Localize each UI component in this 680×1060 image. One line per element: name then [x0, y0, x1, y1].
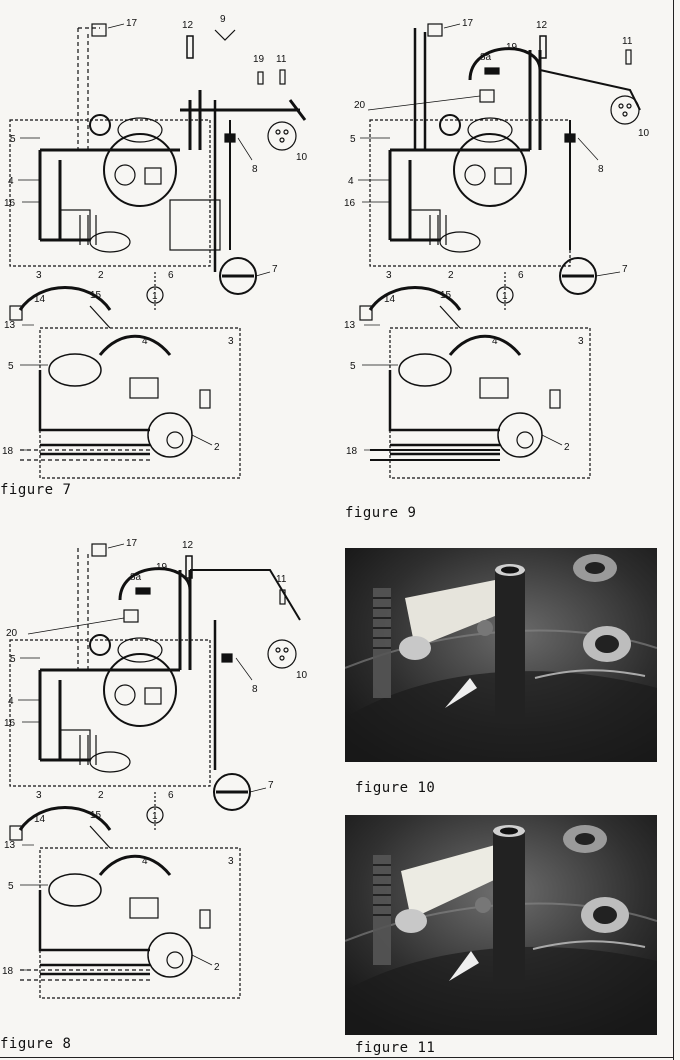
callout-6: 6 — [518, 270, 524, 281]
callout-16: 16 — [4, 718, 16, 729]
callout-17: 17 — [462, 18, 474, 29]
callout-4: 4 — [348, 176, 354, 187]
callout-15: 15 — [90, 290, 102, 301]
callout-3: 3 — [36, 790, 42, 801]
callout-7: 7 — [272, 264, 278, 275]
figure-7-caption: figure 7 — [0, 482, 72, 498]
callout-3: 3 — [36, 270, 42, 281]
callout-4-lower: 4 — [142, 856, 148, 867]
callout-5-lower: 5 — [8, 881, 14, 892]
callout-10: 10 — [296, 670, 308, 681]
callout-1: 1 — [152, 811, 158, 822]
callout-9: 9 — [220, 14, 226, 25]
figure-10-caption: figure 10 — [355, 780, 436, 796]
callout-17: 17 — [126, 18, 138, 29]
figure-11-photo-image — [345, 815, 657, 1035]
callout-14: 14 — [34, 294, 46, 305]
callout-10: 10 — [638, 128, 650, 139]
callout-3: 3 — [386, 270, 392, 281]
callout-8a: 8a — [480, 52, 492, 63]
figure-8-caption: figure 8 — [0, 1036, 72, 1052]
callout-5: 5 — [10, 654, 16, 665]
callout-2-lower: 2 — [214, 962, 220, 973]
figure-7-diagram: 17 12 9 19 11 5 4 16 8 10 3 2 6 7 13 14 … — [0, 10, 320, 480]
callout-16: 16 — [4, 198, 16, 209]
callout-13: 13 — [344, 320, 356, 331]
callout-2: 2 — [448, 270, 454, 281]
figure-9-schematic: 17 12 8a 19 11 20 5 4 16 8 10 3 2 6 7 13… — [344, 18, 650, 479]
callout-2-lower: 2 — [214, 442, 220, 453]
figure-11-caption: figure 11 — [355, 1040, 436, 1056]
callout-6: 6 — [168, 270, 174, 281]
callout-11: 11 — [276, 54, 287, 65]
callout-1: 1 — [502, 291, 508, 302]
callout-4: 4 — [8, 176, 14, 187]
callout-2: 2 — [98, 790, 104, 801]
callout-4-lower: 4 — [492, 336, 498, 347]
callout-11: 11 — [622, 36, 633, 47]
callout-8: 8 — [598, 164, 604, 175]
callout-18: 18 — [346, 446, 358, 457]
callout-5-lower: 5 — [350, 361, 356, 372]
callout-18: 18 — [2, 966, 14, 977]
callout-8a: 8a — [130, 572, 142, 583]
callout-4-lower: 4 — [142, 336, 148, 347]
callout-14: 14 — [384, 294, 396, 305]
callout-3-lower: 3 — [228, 336, 234, 347]
figure-11-photo — [345, 815, 657, 1035]
callout-4: 4 — [8, 696, 14, 707]
figure-8-schematic: 17 12 8a 19 11 20 5 4 16 8 10 3 2 6 7 13… — [2, 538, 308, 999]
callout-19: 19 — [253, 54, 265, 65]
callout-12: 12 — [182, 20, 194, 31]
callout-14: 14 — [34, 814, 46, 825]
callout-5: 5 — [10, 134, 16, 145]
callout-17: 17 — [126, 538, 138, 549]
callout-18: 18 — [2, 446, 14, 457]
callout-7: 7 — [622, 264, 628, 275]
callout-5: 5 — [350, 134, 356, 145]
callout-20: 20 — [6, 628, 18, 639]
figure-9-diagram: 17 12 8a 19 11 20 5 4 16 8 10 3 2 6 7 13… — [340, 10, 660, 480]
callout-20: 20 — [354, 100, 366, 111]
callout-19: 19 — [156, 562, 168, 573]
figure-10-photo — [345, 548, 657, 762]
figure-9-caption: figure 9 — [345, 505, 417, 521]
callout-11: 11 — [276, 574, 287, 585]
callout-8: 8 — [252, 684, 258, 695]
callout-6: 6 — [168, 790, 174, 801]
callout-8: 8 — [252, 164, 258, 175]
callout-10: 10 — [296, 152, 308, 163]
callout-5-lower: 5 — [8, 361, 14, 372]
callout-2-lower: 2 — [564, 442, 570, 453]
callout-19: 19 — [506, 42, 518, 53]
callout-3-lower: 3 — [228, 856, 234, 867]
callout-16: 16 — [344, 198, 356, 209]
page-right-border — [673, 0, 674, 1060]
callout-2: 2 — [98, 270, 104, 281]
page-bottom-border — [0, 1057, 674, 1058]
callout-13: 13 — [4, 320, 16, 331]
callout-7: 7 — [268, 780, 274, 791]
callout-1: 1 — [152, 291, 158, 302]
figure-7-schematic: 17 12 9 19 11 5 4 16 8 10 3 2 6 7 13 14 … — [2, 14, 308, 479]
figure-10-photo-image — [345, 548, 657, 762]
callout-12: 12 — [536, 20, 548, 31]
callout-13: 13 — [4, 840, 16, 851]
callout-3-lower: 3 — [578, 336, 584, 347]
callout-15: 15 — [440, 290, 452, 301]
callout-12: 12 — [182, 540, 194, 551]
figure-8-diagram: 17 12 8a 19 11 20 5 4 16 8 10 3 2 6 7 13… — [0, 530, 320, 1030]
callout-15: 15 — [90, 810, 102, 821]
